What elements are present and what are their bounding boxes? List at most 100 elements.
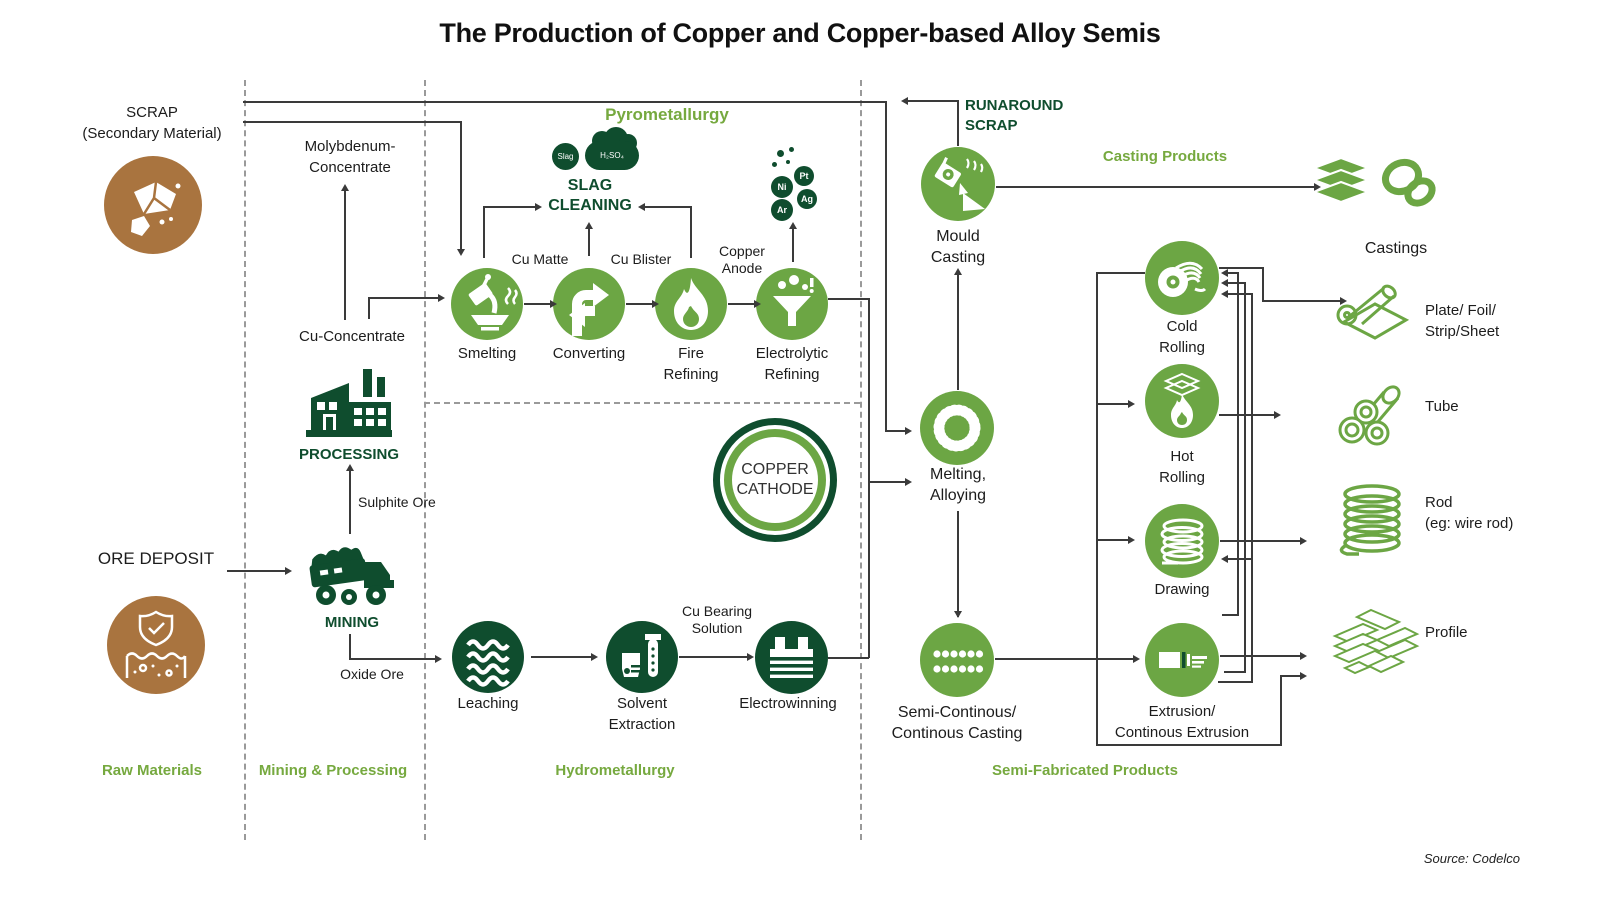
- connector-line: [588, 228, 590, 256]
- decoration: [142, 181, 171, 215]
- header-pyrometallurgy: Pyrometallurgy: [605, 105, 729, 124]
- decoration: [775, 637, 785, 649]
- header-slag-cleaning: SLAG CLEANING: [505, 176, 675, 216]
- arrowhead: [905, 427, 912, 435]
- cu-concentrate-label: Cu-Concentrate: [299, 328, 405, 345]
- decoration: [941, 650, 950, 658]
- connector-line: [243, 101, 887, 103]
- decoration: [309, 547, 368, 588]
- arrowhead: [435, 655, 442, 663]
- connector-line: [1280, 675, 1300, 677]
- label-line: SLAG: [567, 177, 613, 194]
- label-line: Solvent: [616, 695, 668, 712]
- connector-line: [885, 430, 905, 432]
- fire-refining-node: [655, 268, 727, 340]
- decoration: [958, 665, 967, 673]
- decoration: [648, 639, 658, 677]
- decoration: [1336, 284, 1410, 340]
- decoration: [933, 404, 981, 452]
- decoration: [1370, 426, 1384, 440]
- decoration: [770, 637, 813, 678]
- decoration: [674, 278, 708, 330]
- mould-casting-node: [921, 147, 995, 221]
- decoration: [967, 665, 975, 673]
- decoration: [1163, 372, 1201, 428]
- decoration: [651, 654, 655, 658]
- decoration: [770, 664, 813, 668]
- decoration: [1160, 518, 1204, 565]
- decoration: Ni: [777, 182, 787, 192]
- label-line: Refining: [764, 366, 820, 383]
- decoration: [466, 639, 510, 687]
- factory-icon: [303, 364, 395, 442]
- decoration: [1159, 652, 1180, 668]
- connector-line: [1219, 267, 1262, 269]
- mining-truck-icon: [302, 532, 402, 612]
- decoration: [770, 671, 813, 675]
- rod-icon: [1330, 478, 1414, 564]
- label-line: Electrolytic: [755, 345, 829, 362]
- arrowhead: [285, 567, 292, 575]
- arrowhead: [1300, 672, 1307, 680]
- scrap-node: [104, 156, 202, 254]
- decoration: [1338, 416, 1366, 444]
- roll-coil-icon: [1145, 241, 1219, 315]
- particle-dot: [786, 160, 790, 164]
- connector-line: [349, 470, 351, 534]
- connector-line: [1220, 655, 1300, 657]
- connector-line: [995, 658, 1133, 660]
- decoration: Ar: [776, 205, 787, 215]
- decoration: [125, 610, 187, 678]
- decoration: [333, 567, 343, 574]
- decoration: [1175, 261, 1207, 292]
- particle-dot: [789, 147, 794, 152]
- electrolytic-refining-node: [756, 268, 828, 340]
- decoration: [126, 652, 187, 660]
- decoration: [1381, 158, 1423, 196]
- decoration: [645, 634, 661, 640]
- ore-deposit-icon: [107, 596, 205, 694]
- decoration: [159, 219, 165, 225]
- decoration: [1160, 542, 1204, 558]
- decoration: [125, 656, 187, 678]
- decoration: [378, 419, 386, 426]
- element-ni: Ni: [771, 176, 793, 198]
- decoration: [1158, 261, 1207, 297]
- scrap-metal-icon: [104, 156, 202, 254]
- decoration: [468, 283, 493, 306]
- label-line: Strip/Sheet: [1425, 323, 1500, 340]
- connector-line: [1228, 272, 1238, 274]
- pyro-hydro-divider: [424, 402, 860, 404]
- decoration: [963, 193, 985, 211]
- element-pt: Pt: [794, 166, 814, 186]
- decoration: [466, 639, 510, 687]
- decoration: [1343, 533, 1401, 553]
- decoration: [1192, 665, 1201, 668]
- castings-stack-icon: [1312, 156, 1370, 214]
- decoration: [378, 408, 386, 415]
- connector-line: [349, 658, 435, 660]
- connector-line: [1096, 744, 1282, 746]
- connector-line: [679, 656, 747, 658]
- arrowhead: [585, 222, 593, 229]
- beaker-testtube-icon: [606, 621, 678, 693]
- castings-label: Castings: [1364, 240, 1428, 257]
- tube-label: Tube: [1425, 398, 1459, 415]
- connector-line: [227, 570, 285, 572]
- decoration: [1381, 158, 1436, 207]
- connector-line: [1280, 675, 1282, 745]
- cell-stack-icon: [755, 621, 828, 694]
- header-runaround-scrap: RUNAROUND SCRAP: [965, 96, 1105, 136]
- label-line: Rolling: [1159, 469, 1205, 486]
- decoration: [1160, 518, 1204, 565]
- hot-rolling-node: [1145, 364, 1219, 438]
- connector-line: [828, 298, 869, 300]
- connector-line: [1096, 272, 1098, 745]
- source-credit: Source: Codelco: [1423, 851, 1520, 866]
- decoration: [1340, 302, 1410, 340]
- label-line: Melting,: [929, 466, 987, 483]
- drawing-node: [1145, 504, 1219, 578]
- label-line: Plate/ Foil/: [1425, 302, 1496, 319]
